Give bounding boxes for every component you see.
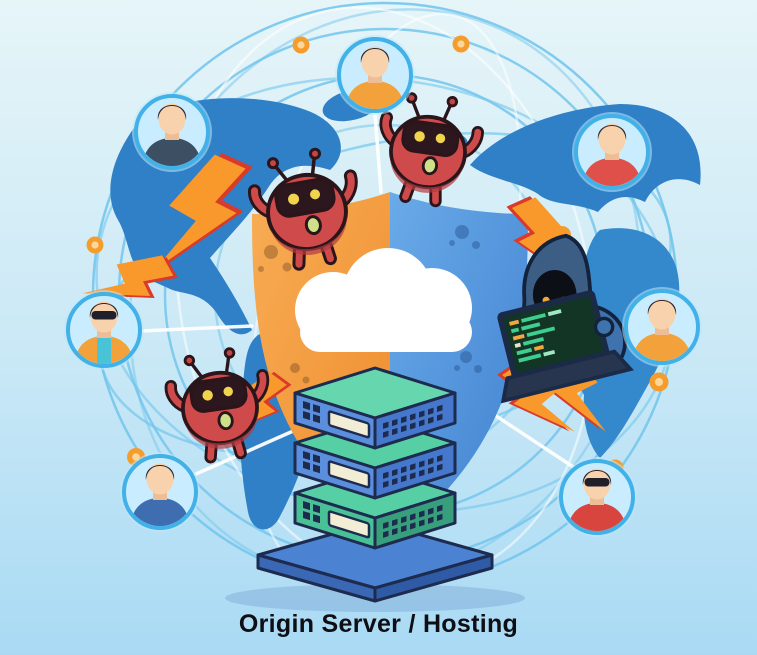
sunglasses-icon (91, 311, 117, 320)
server-unit (293, 366, 457, 450)
origin-server-stack (225, 366, 525, 612)
avatar-node-bottom-right (557, 457, 637, 537)
avatar-node-top-left (132, 92, 212, 172)
server-base (256, 520, 494, 603)
caption-text: Origin Server / Hosting (238, 610, 519, 638)
avatar-node-right (622, 287, 702, 367)
avatar-node-left (64, 290, 144, 370)
sunglasses-icon (584, 478, 610, 487)
avatar-node-top-right (572, 112, 652, 192)
avatar-node-bottom-left (120, 452, 200, 532)
hacker-icon (497, 233, 635, 404)
cloud-icon (295, 248, 472, 352)
user-avatar-nodes (64, 35, 702, 537)
code-lines (509, 309, 562, 363)
avatar-node-top (335, 35, 415, 115)
connector-lines (139, 112, 592, 480)
